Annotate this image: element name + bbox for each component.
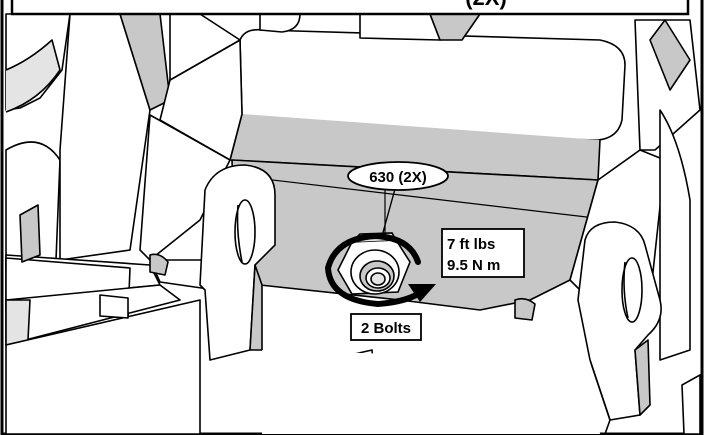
torque-callout: 7 ft lbs 9.5 N m <box>441 228 525 278</box>
caption-bar: (2X) <box>10 0 690 16</box>
part-number-label: 630 (2X) <box>369 169 427 186</box>
right-clevis-ear <box>577 221 662 421</box>
bolt-count-callout: 2 Bolts <box>350 313 422 341</box>
left-clevis-ear <box>199 164 276 361</box>
torque-imperial-label: 7 ft lbs <box>447 236 495 253</box>
torque-metric-label: 9.5 N m <box>447 257 500 274</box>
clockwise-arrow-icon <box>324 232 436 308</box>
upper-mounting-block <box>159 13 626 181</box>
bolt-count-label: 2 Bolts <box>361 320 411 337</box>
lower-tabs <box>99 253 701 435</box>
caption-text: (2X) <box>465 0 507 10</box>
part-number-callout: 630 (2X) <box>347 161 449 237</box>
